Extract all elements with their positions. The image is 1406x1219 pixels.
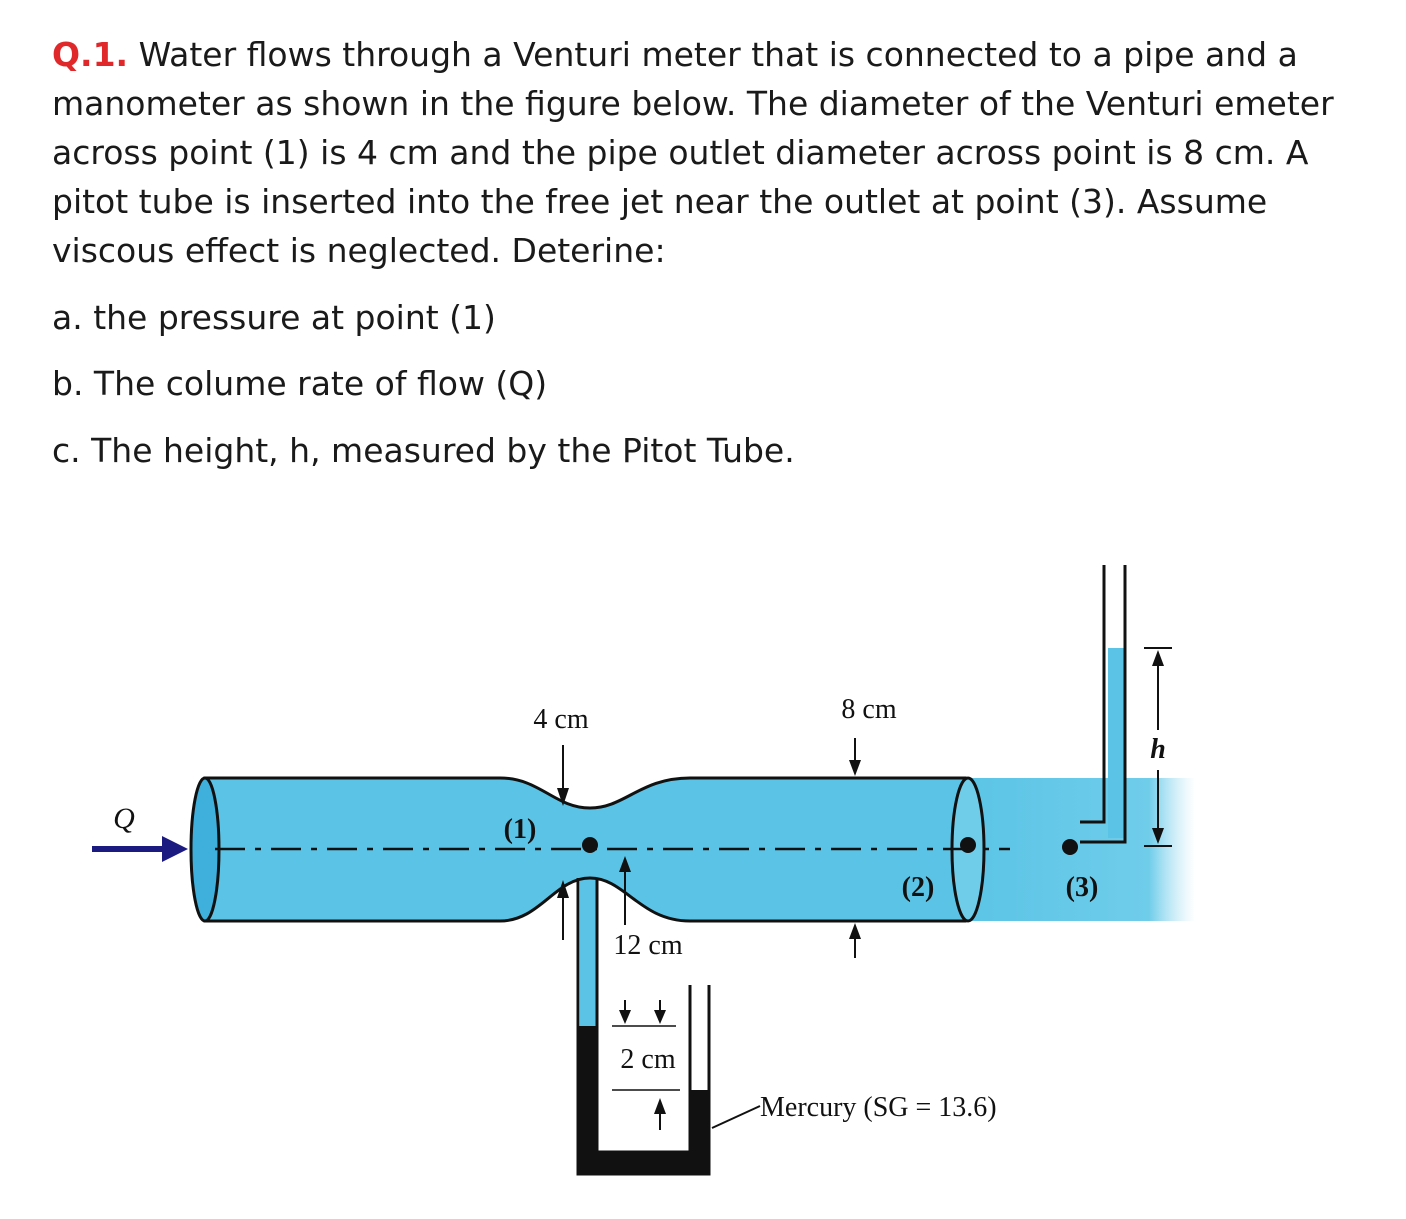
manometer-12cm-arrow [619,856,631,872]
mercury-arrow-a [619,1010,631,1024]
pitot-height-label: h [1150,734,1166,765]
mercury-diff-label: 2 cm [620,1044,675,1075]
question-number: Q.1. [52,35,129,74]
question-text: Q.1. Water flows through a Venturi meter… [52,30,1382,275]
manometer-water [580,878,596,1026]
point-1-label: (1) [504,814,537,845]
point-2-dot [960,837,976,853]
h-arrow-bottom [1152,828,1164,844]
question-body: Water flows through a Venturi meter that… [52,35,1334,270]
mercury-arrow-c [654,1098,666,1114]
mercury-column [578,1026,709,1174]
pitot-water [1108,648,1124,838]
point-2-label: (2) [902,872,935,903]
flow-label: Q [113,802,135,835]
point-3-dot [1062,839,1078,855]
part-b: b. The colume rate of flow (Q) [52,364,548,403]
throat-arrow-top [557,788,569,806]
h-arrow-top [1152,650,1164,666]
point-1-dot [582,837,598,853]
venturi-diagram: Q (1) (2) (3) 4 cm 8 cm 12 cm 2 cm Mercu… [92,565,1195,1176]
flow-arrowhead [162,836,188,862]
outlet-arrow-bottom [849,923,861,939]
outlet-arrow-top [849,760,861,776]
pitot-tube-inner [1080,565,1106,824]
pitot-tube-outer [1080,565,1127,844]
mercury-label: Mercury (SG = 13.6) [760,1092,997,1123]
inlet-end [189,776,221,923]
throat-arrow-bottom [557,880,569,898]
part-c: c. The height, h, measured by the Pitot … [52,431,795,470]
manometer-height-label: 12 cm [613,930,682,961]
throat-diameter-label: 4 cm [533,704,588,735]
mercury-arrow-b [654,1010,666,1024]
outlet-diameter-label: 8 cm [841,694,896,725]
mercury-leader [711,1105,761,1129]
part-a: a. the pressure at point (1) [52,298,496,337]
point-3-label: (3) [1066,872,1099,903]
